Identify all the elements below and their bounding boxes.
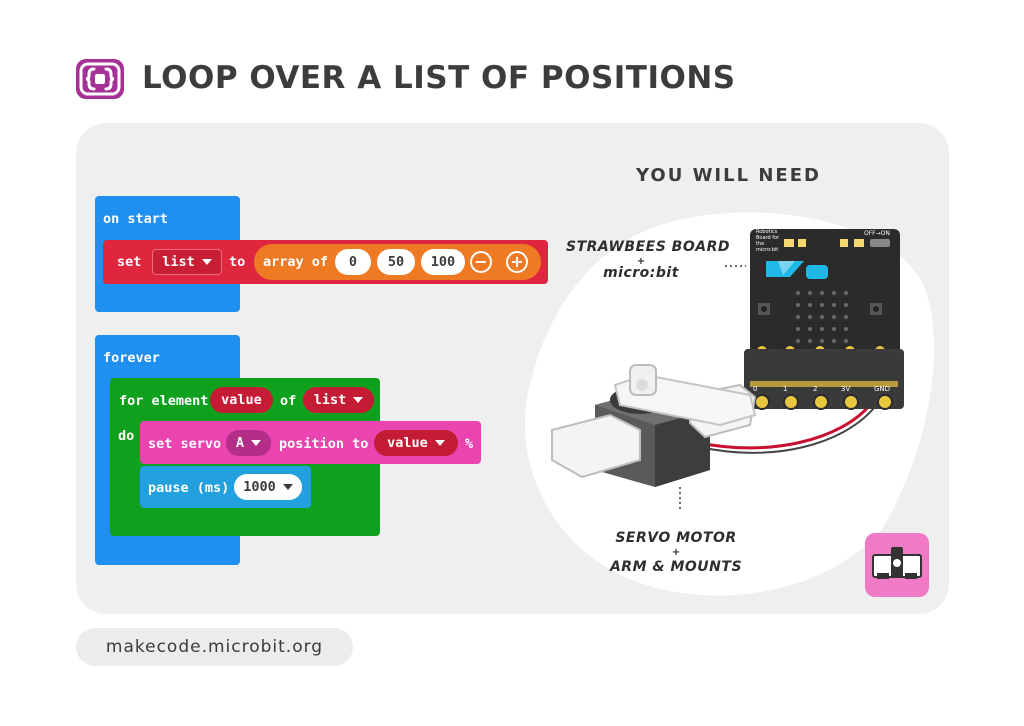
do-label: do	[118, 428, 135, 444]
of-label: of	[280, 393, 297, 409]
forever-label: forever	[103, 350, 160, 366]
remove-item-minus-icon[interactable]: −	[470, 251, 492, 273]
set-servo-label: set servo	[148, 436, 222, 452]
on-start-label: on start	[103, 211, 169, 227]
board-plus-label: +	[636, 256, 646, 267]
pause-label: pause (ms)	[148, 480, 230, 496]
pin-label: 0	[753, 385, 758, 393]
you-will-need-heading: YOU WILL NEED	[636, 165, 821, 186]
chevron-down-icon	[353, 397, 364, 403]
percent-label: %	[465, 436, 474, 452]
to-label: to	[229, 254, 246, 270]
page-title: LOOP OVER A LIST OF POSITIONS	[142, 60, 736, 96]
pin-label: 2	[813, 385, 818, 393]
chevron-down-icon	[434, 440, 445, 446]
servo-plus-label: +	[671, 547, 681, 558]
array-value-100[interactable]: 100	[421, 249, 465, 275]
board-chip-text: Robotics Board for the micro:bit	[756, 229, 780, 253]
makecode-logo-icon	[74, 57, 126, 101]
for-element-label: for element	[119, 393, 209, 409]
hardware-illustration	[540, 225, 920, 520]
pin-label: 1	[783, 385, 788, 393]
list-variable-label: list	[162, 254, 195, 270]
servo-motor-label: SERVO MOTOR	[615, 530, 737, 546]
servo-port-dropdown[interactable]: A	[226, 430, 271, 456]
position-value-dropdown[interactable]: value	[374, 430, 458, 456]
strawbees-board-label: STRAWBEES BOARD	[566, 239, 730, 255]
position-value-label: value	[387, 435, 428, 451]
pin-label: 3V	[841, 385, 851, 393]
makecode-url-link[interactable]: makecode.microbit.org	[76, 628, 353, 666]
pause-duration-value: 1000	[243, 479, 276, 495]
list-dropdown[interactable]: list	[303, 387, 374, 413]
pause-duration-dropdown[interactable]: 1000	[234, 474, 302, 500]
add-item-plus-icon[interactable]: +	[506, 251, 528, 273]
chevron-down-icon	[201, 259, 212, 265]
set-label: set	[117, 254, 142, 270]
position-to-label: position to	[279, 436, 369, 452]
value-variable-pill[interactable]: value	[210, 387, 273, 413]
chevron-down-icon	[251, 440, 262, 446]
list-variable-dropdown[interactable]: list	[152, 249, 222, 275]
chevron-down-icon	[282, 484, 293, 490]
array-value-50[interactable]: 50	[377, 249, 415, 275]
list-dropdown-label: list	[313, 392, 347, 408]
servo-port-label: A	[235, 435, 245, 451]
pin-label: GND	[874, 385, 891, 393]
array-of-label: array of	[263, 254, 329, 270]
microbit-label: micro:bit	[603, 265, 679, 281]
pin-labels: 0 1 2 3V GND	[749, 385, 899, 397]
arm-mounts-label: ARM & MOUNTS	[609, 559, 743, 575]
servo-category-badge-icon	[865, 533, 929, 597]
array-value-0[interactable]: 0	[335, 249, 371, 275]
power-switch-label: OFF→ON	[864, 230, 890, 237]
